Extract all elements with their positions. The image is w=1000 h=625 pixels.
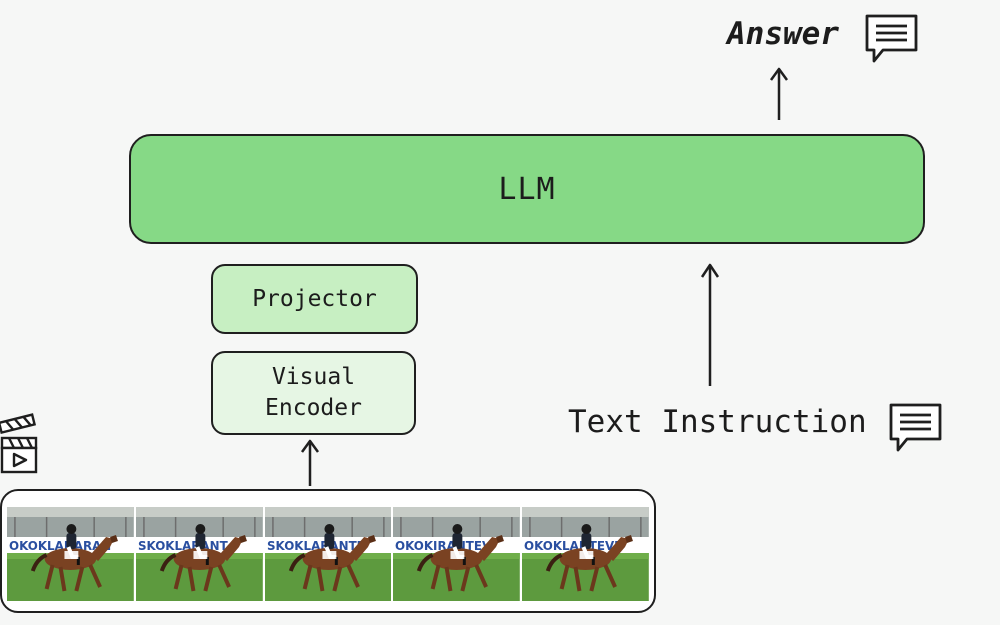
visual-encoder-label-line1: Visual bbox=[271, 363, 356, 390]
arrow-video-to-encoder bbox=[300, 439, 320, 486]
llm-label: LLM bbox=[498, 171, 556, 207]
video-frame-3: SKOKLARANTE bbox=[264, 507, 392, 601]
projector-label: Projector bbox=[252, 286, 377, 312]
llm-block: LLM bbox=[129, 134, 925, 244]
arrow-instruction-to-llm bbox=[700, 263, 720, 386]
video-frame-1: OKOKLANARAN bbox=[7, 507, 134, 601]
clapperboard-icon bbox=[0, 413, 38, 474]
horse-rider-frame: SKOKLARANTE bbox=[264, 507, 392, 601]
video-frame-strip: OKOKLANARAN bbox=[0, 489, 656, 613]
answer-label: Answer bbox=[727, 16, 839, 52]
chat-bubble-icon bbox=[889, 403, 942, 452]
projector-block: Projector bbox=[211, 264, 418, 334]
horse-rider-frame: OKOKLANTEVE bbox=[522, 507, 649, 601]
banner-text: OKOKLANARAN bbox=[9, 539, 111, 553]
text-instruction-label: Text Instruction bbox=[568, 404, 867, 440]
video-frame-5: OKOKLANTEVE bbox=[522, 507, 649, 601]
video-frame-4: OKOKIRANTEV bbox=[393, 507, 521, 601]
horse-rider-frame: SKOKLARANT bbox=[135, 507, 263, 601]
chat-bubble-icon bbox=[865, 14, 918, 63]
visual-encoder-label-line2: Encoder bbox=[265, 395, 362, 421]
arrow-llm-to-answer bbox=[769, 67, 789, 120]
horse-rider-frame: OKOKIRANTEV bbox=[393, 507, 521, 601]
video-frame-2: SKOKLARANT bbox=[135, 507, 263, 601]
visual-encoder-block: Visual Encoder bbox=[211, 351, 416, 435]
horse-rider-frame: OKOKLANARAN bbox=[7, 507, 134, 601]
